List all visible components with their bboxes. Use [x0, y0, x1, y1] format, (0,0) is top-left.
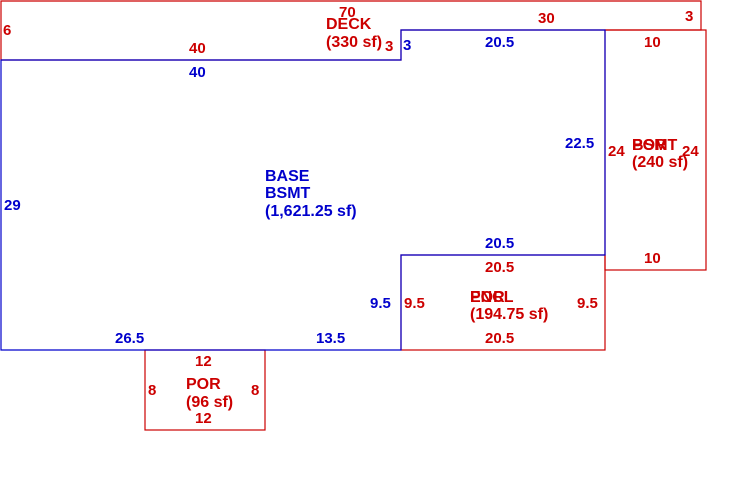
dim-deck-right: 3 [685, 8, 693, 25]
dim-base-right: 22.5 [565, 135, 594, 152]
dim-base-bottom-left: 26.5 [115, 330, 144, 347]
dim-porch-right: 8 [251, 382, 259, 399]
dim-deck-bottom-left: 40 [189, 40, 206, 57]
dim-base-notch-top: 20.5 [485, 235, 514, 252]
porch-area: (96 sf) [186, 394, 233, 411]
dim-porch-top: 12 [195, 353, 212, 370]
dim-base-bottom-mid: 13.5 [316, 330, 345, 347]
dim-encl-left: 9.5 [404, 295, 425, 312]
dim-porch-bottom: 12 [195, 410, 212, 427]
dim-deck-inner: 3 [385, 38, 393, 55]
dim-deck-bottom-right: 30 [538, 10, 555, 27]
encl-porch-name-1: ENCL [470, 289, 514, 306]
dim-base-notch-left: 9.5 [370, 295, 391, 312]
dim-bsmt-left: 24 [608, 143, 625, 160]
base-name-2: BSMT [265, 185, 311, 202]
dim-base-top-right: 20.5 [485, 34, 514, 51]
dim-encl-top: 20.5 [485, 259, 514, 276]
bsmt-porch-name-1: BSMT [632, 137, 678, 154]
bsmt-porch-name-2: POR [632, 137, 667, 154]
dim-porch-left: 8 [148, 382, 156, 399]
dim-deck-top: 70 [339, 4, 356, 21]
dim-deck-left: 6 [3, 22, 11, 39]
deck-name: DECK [326, 16, 372, 33]
dim-encl-right: 9.5 [577, 295, 598, 312]
porch-name: POR [186, 376, 221, 393]
deck-area: (330 sf) [326, 34, 382, 51]
base-basement-outline [0, 29, 606, 351]
base-area: (1,621.25 sf) [265, 203, 357, 220]
dim-bsmt-right: 24 [682, 143, 699, 160]
dim-base-left: 29 [4, 197, 21, 214]
encl-porch-area: (194.75 sf) [470, 306, 548, 323]
dim-base-step: 3 [403, 37, 411, 54]
base-name-1: BASE [265, 168, 310, 185]
dim-base-top-left: 40 [189, 64, 206, 81]
bsmt-porch-area: (240 sf) [632, 154, 688, 171]
dim-bsmt-top: 10 [644, 34, 661, 51]
encl-porch-name-2: POR [470, 289, 505, 306]
dim-encl-bottom: 20.5 [485, 330, 514, 347]
dim-bsmt-bottom: 10 [644, 250, 661, 267]
